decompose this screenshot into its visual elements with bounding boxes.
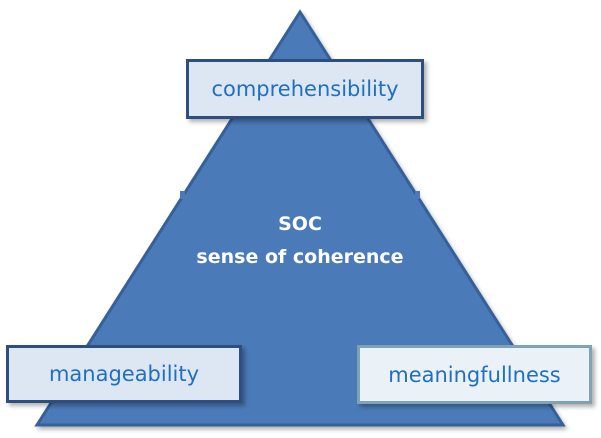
center-subtitle: sense of coherence: [196, 246, 404, 268]
comprehensibility-box: comprehensibility: [186, 59, 424, 119]
manageability-box: manageability: [6, 345, 242, 403]
meaningfullness-label: meaningfullness: [388, 362, 561, 387]
meaningfullness-box: meaningfullness: [357, 345, 592, 404]
center-title: SOC: [278, 213, 322, 235]
manageability-label: manageability: [48, 362, 200, 386]
comprehensibility-label: comprehensibility: [211, 77, 399, 101]
